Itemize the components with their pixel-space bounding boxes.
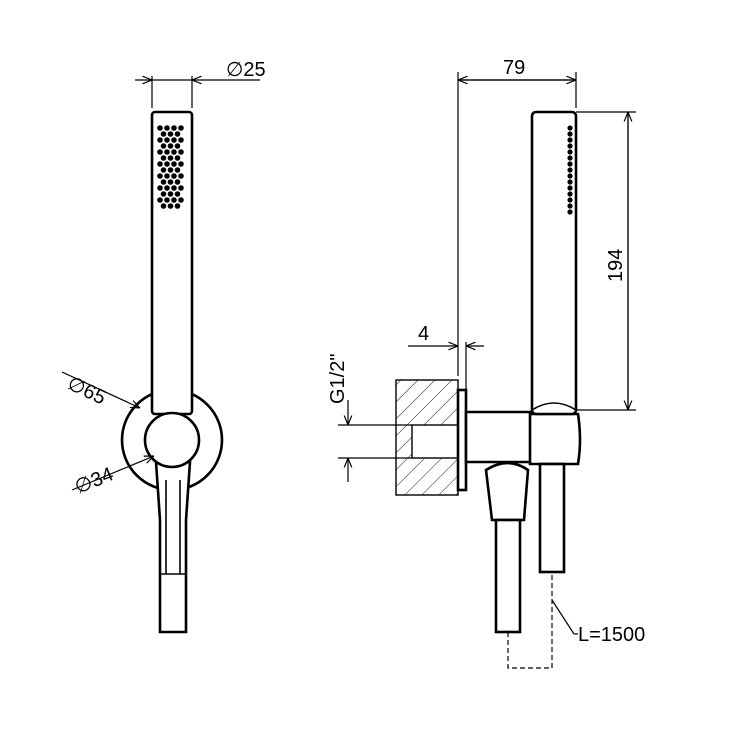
nozzle-dot (171, 161, 177, 167)
nozzle-dot (160, 179, 167, 185)
thread-size-label: G1/2" (327, 354, 349, 404)
nozzle-dot (178, 125, 184, 131)
dimension-hose-length: L=1500 (551, 599, 645, 646)
nozzle-dot (157, 137, 163, 143)
nozzle-dot (171, 173, 177, 179)
hose-continuation (507, 572, 553, 669)
dimension-wall-offset: 4 (408, 323, 484, 390)
spray-nozzles (157, 125, 184, 209)
side-nozzle-dot (567, 185, 573, 191)
nozzle-dot (167, 155, 174, 161)
side-nozzle-dot (567, 191, 573, 197)
hose-sleeve (154, 460, 192, 634)
nozzle-dot (178, 197, 184, 203)
nozzle-dot (171, 197, 177, 203)
nozzle-dot (164, 137, 170, 143)
nozzle-dot (167, 203, 174, 209)
nozzle-dot (178, 161, 184, 167)
side-nozzle-dot (567, 149, 573, 155)
front-view: ∅25 ∅65 ∅34 (61, 59, 266, 634)
hose-length-label: L=1500 (578, 624, 645, 646)
hose-right (538, 462, 566, 574)
nozzle-dot (157, 161, 163, 167)
nozzle-dot (167, 143, 174, 149)
hose-connector (143, 411, 201, 469)
nozzle-dot (160, 203, 167, 209)
wall-offset-label: 4 (418, 323, 429, 345)
hose-left (494, 518, 522, 634)
side-nozzle-dot (567, 143, 573, 149)
nozzle-dot (164, 173, 170, 179)
nozzle-dot (167, 131, 174, 137)
side-nozzle-dot (567, 197, 573, 203)
projection-depth-label: 79 (503, 57, 525, 79)
nozzle-dot (174, 167, 181, 173)
dimension-handset-length: 194 (576, 111, 636, 411)
side-nozzle-dot (567, 179, 573, 185)
nozzle-dot (171, 149, 177, 155)
nozzle-dot (164, 185, 170, 191)
head-diameter-label: ∅25 (226, 59, 266, 81)
nozzle-dot (167, 191, 174, 197)
nozzle-dot (160, 167, 167, 173)
nozzle-dot (178, 173, 184, 179)
side-nozzle-dot (567, 167, 573, 173)
nozzle-dot (178, 185, 184, 191)
nozzle-dot (160, 191, 167, 197)
nozzle-dot (160, 155, 167, 161)
side-nozzle-dot (567, 131, 573, 137)
nozzle-dot (167, 167, 174, 173)
side-nozzle-dot (567, 125, 573, 131)
nozzle-dot (174, 191, 181, 197)
nozzle-dot (164, 197, 170, 203)
nozzle-dot (164, 161, 170, 167)
nozzle-dot (174, 155, 181, 161)
nozzle-dot (157, 185, 163, 191)
handset-length-label: 194 (605, 249, 627, 282)
dimension-projection-depth: 79 (457, 57, 577, 376)
side-nozzle-dot (567, 137, 573, 143)
nozzle-dot (164, 149, 170, 155)
bracket-diameter-label: ∅65 (64, 373, 109, 410)
handset-holder (528, 412, 582, 466)
nozzle-dot (174, 203, 181, 209)
nozzle-dot (174, 179, 181, 185)
nozzle-dot (178, 137, 184, 143)
nozzle-dot (157, 125, 163, 131)
thread-bore (411, 424, 459, 459)
side-spray-nozzles (567, 125, 573, 215)
nozzle-dot (160, 131, 167, 137)
nozzle-dot (164, 125, 170, 131)
nozzle-dot (171, 125, 177, 131)
hose-nut (484, 461, 530, 522)
dimension-bracket-diameter: ∅65 (61, 371, 140, 410)
nozzle-dot (157, 197, 163, 203)
nozzle-dot (160, 143, 167, 149)
side-nozzle-dot (567, 173, 573, 179)
connector-diameter-label: ∅34 (72, 463, 117, 498)
nozzle-dot (157, 149, 163, 155)
nozzle-dot (167, 179, 174, 185)
nozzle-dot (171, 185, 177, 191)
side-nozzle-dot (567, 209, 573, 215)
nozzle-dot (171, 137, 177, 143)
dimension-thread-size: G1/2" (327, 354, 412, 482)
side-nozzle-dot (567, 155, 573, 161)
side-view: 79 194 4 G1/2" L=1500 (327, 57, 645, 669)
side-nozzle-dot (567, 161, 573, 167)
nozzle-dot (178, 149, 184, 155)
handset-side (530, 110, 578, 416)
side-nozzle-dot (567, 203, 573, 209)
nozzle-dot (174, 143, 181, 149)
nozzle-dot (174, 131, 181, 137)
nozzle-dot (157, 173, 163, 179)
dimension-head-diameter: ∅25 (135, 59, 266, 108)
